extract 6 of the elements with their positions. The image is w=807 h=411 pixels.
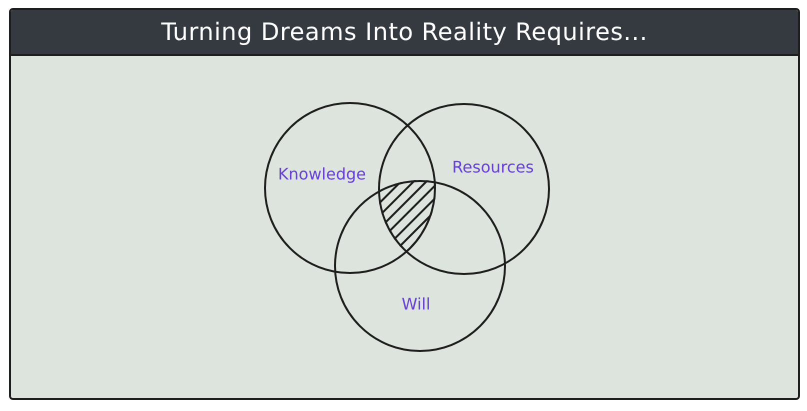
- venn-circle: [378, 103, 550, 275]
- circle-label: Knowledge: [278, 164, 366, 184]
- title: Turning Dreams Into Reality Requires...: [161, 18, 648, 46]
- circle-label: Resources: [452, 158, 534, 176]
- circle-label: Will: [402, 294, 430, 314]
- venn-circle: [264, 102, 436, 274]
